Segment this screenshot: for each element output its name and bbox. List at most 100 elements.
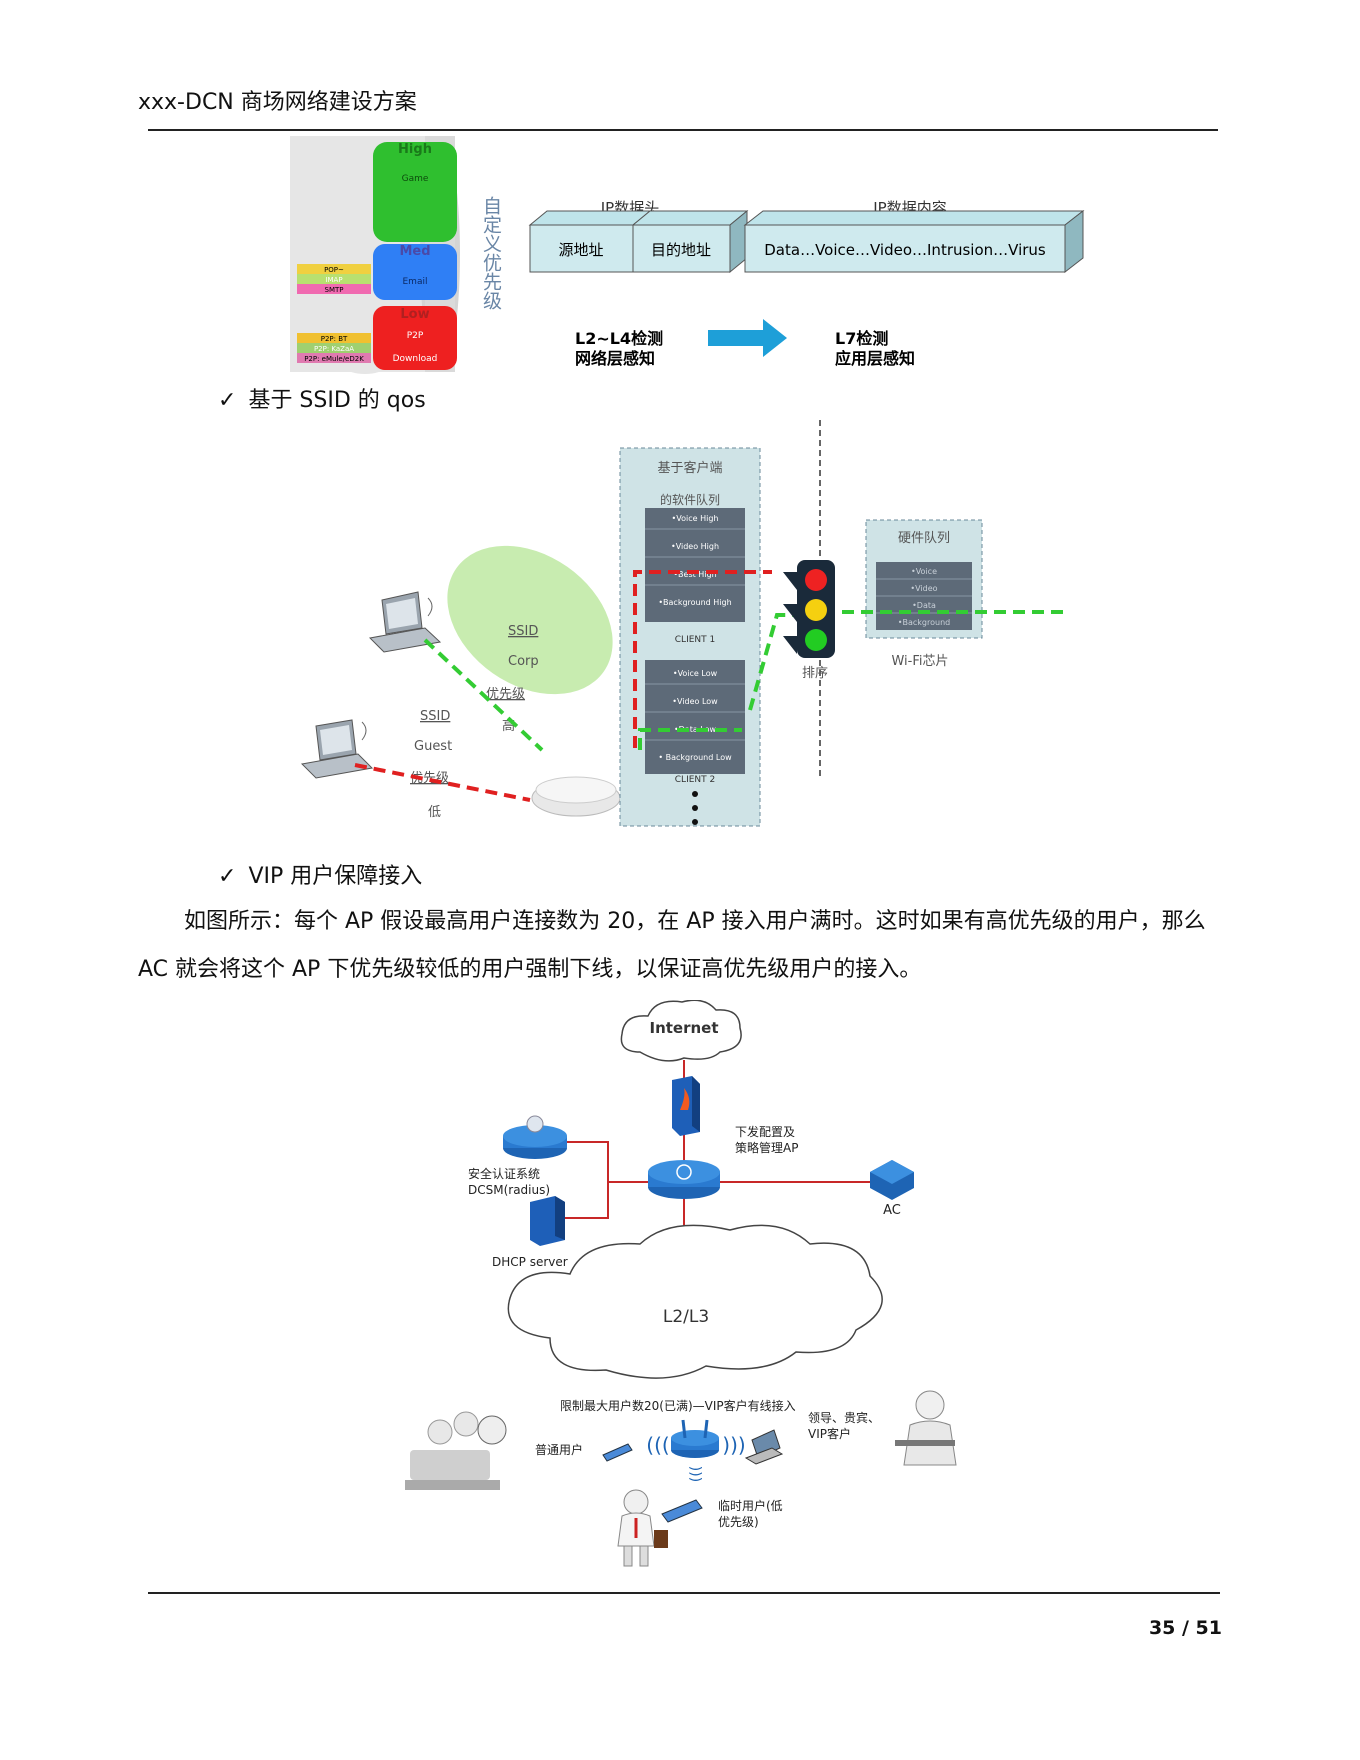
client1-row-bg: •Background High: [658, 598, 731, 607]
limit-label: 限制最大用户数20(已满)—VIP客户有线接入: [560, 1398, 796, 1413]
l2l3-cloud: L2/L3: [507, 1224, 883, 1379]
laptop-icon-corp: [368, 591, 442, 653]
svg-text:SSID: SSID: [508, 624, 538, 639]
l7-line1: L7检测: [835, 329, 888, 348]
mail-tag-imap: IMAP: [325, 276, 342, 284]
low-item-1: P2P: [407, 331, 424, 341]
bullet-ssid-text: 基于 SSID 的 qos: [248, 388, 426, 413]
hardware-queue: 硬件队列 •Voice •Video •Data •Background: [865, 519, 983, 639]
checkmark-icon: ✓: [218, 388, 237, 413]
footer-divider: [148, 1592, 1220, 1594]
vip-laptop-icon: [744, 1429, 784, 1465]
client1-row-video: •Video High: [671, 542, 719, 551]
client2-row-video: •Video Low: [672, 697, 718, 706]
bullet-vip-access: ✓ VIP 用户保障接入: [218, 858, 422, 890]
dhcp-label: DHCP server: [492, 1255, 568, 1269]
dhcp-server-icon: [530, 1196, 565, 1246]
hw-row-data: •Data: [912, 601, 936, 610]
svg-text:Guest: Guest: [414, 739, 452, 754]
dst-addr: 目的地址: [651, 241, 711, 259]
temp-user-figure-icon: [617, 1489, 668, 1567]
svg-text:))): ))): [687, 1466, 703, 1482]
client2-row-bg: • Background Low: [658, 753, 732, 762]
p2p-tag-kazaa: P2P: KaZaA: [314, 345, 354, 353]
high-item: Game: [402, 174, 429, 184]
operators-group-icon: [405, 1411, 507, 1490]
p2p-tag-bt: P2P: BT: [321, 335, 348, 343]
config-label-2: 策略管理AP: [735, 1140, 798, 1155]
ssid-corp-label: SSID Corp 优先级 高: [486, 624, 539, 734]
client-software-queue: 基于客户端 的软件队列 •Voice High •Video High •Bes…: [619, 447, 761, 827]
document-header-title: xxx-DCN 商场网络建设方案: [138, 90, 417, 115]
auth-label-1: 安全认证系统: [468, 1166, 540, 1181]
svg-text:(((: (((: [646, 1433, 669, 1457]
hw-queue-title: 硬件队列: [898, 531, 950, 546]
normal-user-label: 普通用户: [535, 1442, 583, 1457]
vip-label-2: VIP客户: [808, 1426, 851, 1441]
sort-label: 排序: [802, 666, 828, 681]
temp-tablet-icon: [661, 1499, 703, 1523]
ac-label: AC: [883, 1203, 901, 1218]
core-switch-icon: [648, 1160, 720, 1199]
l2l4-line1: L2~L4检测: [575, 329, 663, 348]
mail-tag-smtp: SMTP: [325, 286, 344, 294]
tablet-icon: [602, 1443, 633, 1462]
bullet-vip-text: VIP 用户保障接入: [248, 864, 423, 889]
l2l4-line2: 网络层感知: [575, 349, 655, 368]
svg-text:SSID: SSID: [420, 709, 450, 724]
client1-row-best: •Best High: [673, 570, 716, 579]
qos-priority-figure: High Game Med Email Low P2P Download POP…: [290, 136, 1085, 374]
checkmark-icon: ✓: [218, 864, 237, 889]
p2p-tag-emule: P2P: eMule/eD2K: [304, 355, 364, 363]
client1-row-voice: •Voice High: [672, 514, 719, 523]
mail-tag-pop: POP~: [324, 266, 344, 274]
header-divider: [148, 129, 1218, 131]
client1-label: CLIENT 1: [675, 635, 715, 645]
svg-text:Corp: Corp: [508, 654, 539, 669]
ip-header-box: 源地址 目的地址: [528, 209, 749, 274]
body-paragraph: 如图所示：每个 AP 假设最高用户连接数为 20，在 AP 接入用户满时。这时如…: [138, 909, 1206, 982]
vip-label-1: 领导、贵宾、: [808, 1410, 880, 1425]
svg-text:优先级: 优先级: [486, 687, 525, 702]
custom-priority-label: 自定义优先级: [480, 196, 502, 310]
internet-cloud: Internet: [620, 1000, 742, 1062]
client-queue-title-1: 基于客户端: [657, 460, 722, 476]
client2-row-voice: •Voice Low: [673, 669, 718, 678]
client2-label: CLIENT 2: [675, 775, 715, 785]
config-label-1: 下发配置及: [735, 1124, 795, 1139]
traffic-light-icon: [783, 560, 835, 658]
src-addr: 源地址: [558, 241, 603, 259]
wireless-ap-icon: ((( ))) ))): [646, 1419, 746, 1482]
ssid-guest-label: SSID Guest 优先级 低: [410, 709, 452, 820]
high-label: High: [398, 142, 432, 157]
l2l3-label: L2/L3: [663, 1307, 709, 1327]
wifi-chip-label: Wi-Fi芯片: [891, 654, 948, 669]
svg-text:低: 低: [428, 805, 441, 820]
bullet-ssid-qos: ✓ 基于 SSID 的 qos: [218, 382, 426, 414]
ip-content-text: Data…Voice…Video…Intrusion…Virus: [764, 241, 1046, 259]
priority-cylinder: High Game Med Email Low P2P Download POP…: [290, 136, 460, 374]
ac-controller-icon: [870, 1160, 914, 1200]
hw-row-bg: •Background: [898, 618, 950, 627]
ssid-qos-figure: SSID Corp 优先级 高 SSID Guest 优先级 低 基于客户端 的…: [300, 420, 1070, 827]
svg-text:))): ))): [722, 1433, 745, 1457]
med-item: Email: [403, 277, 428, 287]
page-number: 35 / 51: [1148, 1617, 1222, 1639]
l7-line2: 应用层感知: [835, 349, 915, 368]
firewall-icon: [672, 1076, 700, 1136]
hw-row-video: •Video: [910, 584, 937, 593]
temp-label-2: 优先级): [718, 1515, 759, 1529]
low-item-2: Download: [393, 354, 438, 364]
hw-row-voice: •Voice: [911, 567, 937, 576]
vip-user-figure-icon: [895, 1390, 957, 1466]
client-queue-title-2: 的软件队列: [660, 492, 720, 507]
auth-server-icon: [503, 1115, 567, 1159]
temp-label-1: 临时用户(低: [718, 1498, 783, 1513]
vip-network-figure: Internet 下发配置及 策略管理AP AC 安全认证系统 DCSM(rad…: [405, 1000, 957, 1567]
access-point-icon: [531, 776, 621, 817]
low-label: Low: [400, 307, 429, 322]
internet-label: Internet: [649, 1019, 718, 1037]
corp-coverage-area: [447, 545, 613, 695]
auth-label-2: DCSM(radius): [468, 1183, 550, 1197]
ip-content-box: Data…Voice…Video…Intrusion…Virus: [743, 209, 1085, 274]
